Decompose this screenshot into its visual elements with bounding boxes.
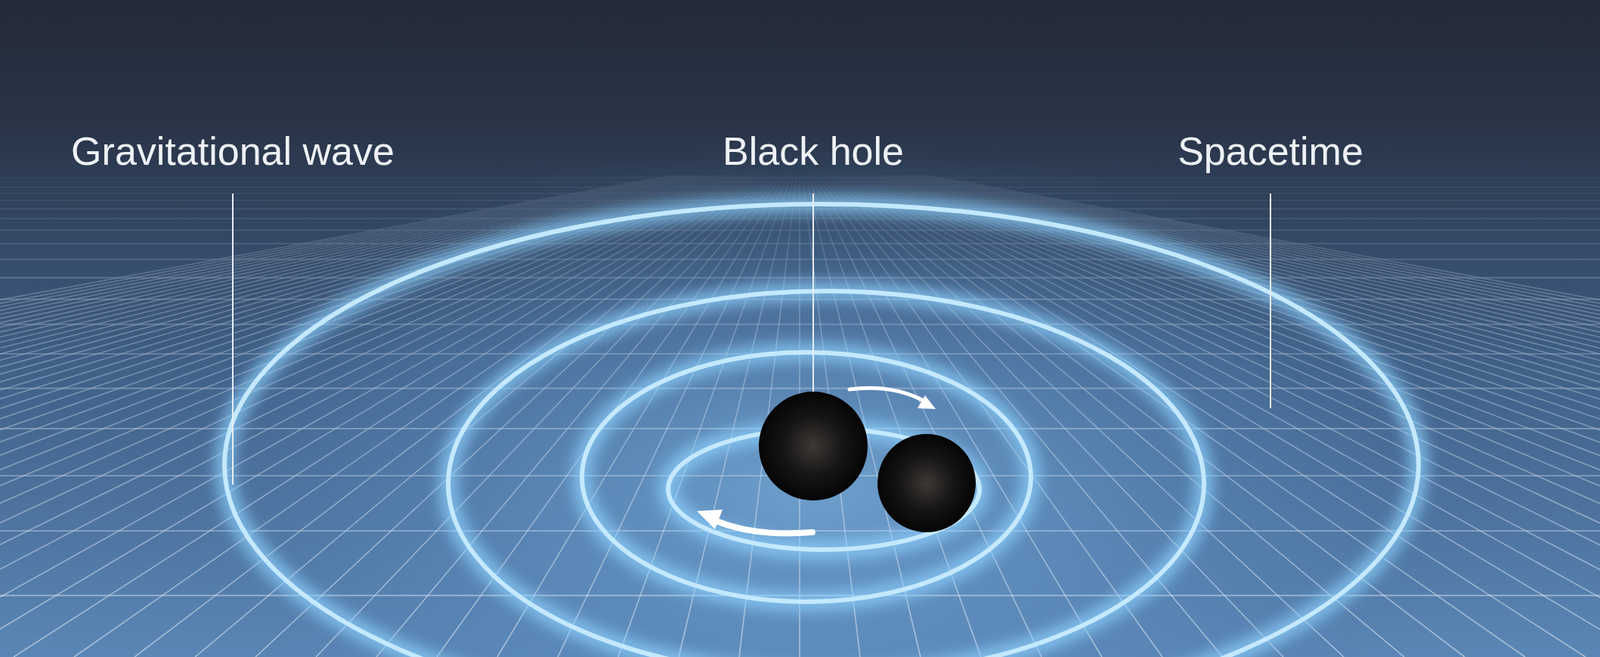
grid-line	[866, 175, 1600, 657]
wave-ring	[448, 290, 1204, 657]
gravitational-waves	[224, 204, 1419, 657]
part-label: Spacetime	[1177, 129, 1364, 174]
leader-line	[812, 193, 814, 409]
grid-line	[915, 175, 1600, 657]
wave-ring	[224, 204, 1419, 657]
part-label: Gravitational wave	[71, 129, 395, 174]
grid-line	[0, 175, 748, 657]
grid-line	[13, 175, 762, 657]
arrowhead	[696, 509, 723, 530]
wave-glow	[448, 290, 1204, 657]
grid-line	[918, 175, 1600, 657]
leader-line	[232, 193, 234, 485]
grid-line	[837, 175, 1586, 657]
black-holes	[758, 391, 976, 533]
leader-line	[1269, 193, 1272, 409]
grid-line	[863, 175, 1600, 657]
grid-line	[0, 175, 740, 657]
arrowhead	[917, 395, 936, 409]
grid-line	[929, 175, 1600, 657]
grid-line	[921, 175, 1600, 657]
grid-line	[926, 175, 1600, 657]
grid-line	[74, 175, 765, 657]
grid-line	[842, 175, 1600, 657]
grid-line	[0, 175, 754, 657]
grid-line	[0, 175, 702, 657]
grid-line	[845, 175, 1600, 657]
wave-ring	[581, 352, 1031, 602]
wave-glow	[581, 352, 1031, 602]
black-hole-sphere	[758, 391, 868, 501]
grid-line	[0, 175, 759, 657]
grid-line	[0, 175, 757, 657]
orbit-arrow	[717, 521, 813, 533]
orbit-arrow	[849, 387, 924, 401]
part-label: Black hole	[722, 129, 904, 174]
grid-line	[0, 175, 745, 657]
grid-line	[0, 175, 742, 657]
wave-glow	[224, 204, 1419, 657]
grid-line	[924, 175, 1600, 657]
grid-line	[860, 175, 1600, 657]
grid-line	[840, 175, 1600, 657]
leader-lines	[232, 193, 1271, 485]
grid-line	[869, 175, 1600, 657]
grid-line	[0, 175, 699, 657]
grid-line	[497, 175, 786, 657]
black-hole-sphere	[877, 433, 976, 533]
